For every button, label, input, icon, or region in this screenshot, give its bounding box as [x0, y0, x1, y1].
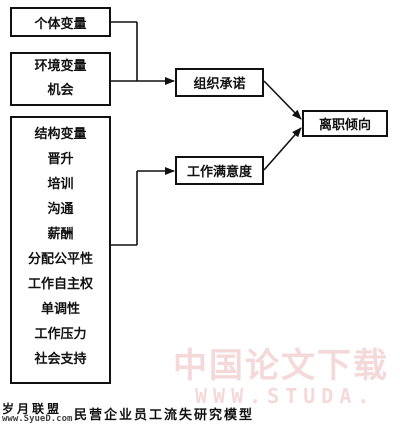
organizational-commitment-box: 组织承诺: [175, 68, 264, 97]
turnover-intention-label: 离职倾向: [318, 118, 371, 133]
job-autonomy-label: 工作自主权: [27, 277, 93, 292]
social-support-label: 社会支持: [34, 352, 87, 367]
communication-label: 沟通: [47, 202, 74, 217]
organizational-commitment-label: 组织承诺: [193, 77, 246, 92]
site-logo-text: 岁月联盟: [2, 402, 63, 416]
monotony-label: 单调性: [40, 302, 80, 317]
opportunity-label: 机会: [47, 83, 74, 98]
structural-variables-box: 结构变量 晋升 培训 沟通 薪酬 分配公平性 工作自主权 单调性 工作压力 社会…: [10, 116, 111, 384]
individual-variables-box: 个体变量: [10, 7, 111, 37]
arrow-satisfaction-to-turnover: [263, 127, 302, 171]
environment-variables-label: 环境变量: [34, 59, 87, 74]
salary-label: 薪酬: [47, 227, 74, 242]
work-pressure-label: 工作压力: [34, 327, 87, 342]
training-label: 培训: [47, 177, 74, 192]
job-satisfaction-label: 工作满意度: [186, 165, 252, 180]
promotion-label: 晋升: [47, 152, 74, 167]
figure-caption: 岁月联盟 www.SyueD.com 民营企业员工流失研究模型: [0, 400, 400, 428]
job-satisfaction-box: 工作满意度: [175, 156, 264, 185]
turnover-intention-box: 离职倾向: [302, 110, 388, 137]
structural-variables-label: 结构变量: [34, 127, 87, 142]
environment-variables-box: 环境变量 机会: [10, 52, 111, 106]
caption-title: 民营企业员工流失研究模型: [74, 408, 255, 423]
watermark-url: WWW.STUDA.: [195, 384, 376, 408]
watermark-chinese: 中国论文下载: [173, 346, 389, 386]
distributive-fairness-label: 分配公平性: [27, 252, 93, 267]
arrow-commitment-to-turnover: [263, 80, 302, 120]
site-logo-url: www.SyueD.com: [2, 414, 73, 424]
individual-variables-label: 个体变量: [34, 16, 87, 32]
